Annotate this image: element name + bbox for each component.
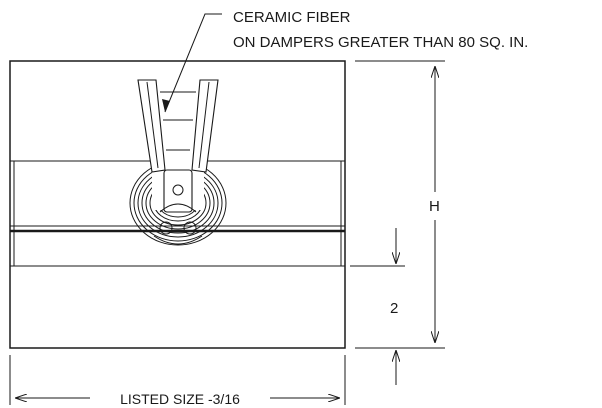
callout-leader — [162, 13, 222, 113]
height-label: H — [429, 198, 440, 215]
dimension-height — [355, 60, 445, 349]
damper-frame — [9, 60, 346, 349]
dimension-offset — [350, 228, 405, 385]
left-blade-arm — [137, 79, 166, 173]
left-hinge — [159, 221, 173, 235]
dimension-width — [9, 355, 346, 405]
latch-pin — [172, 184, 184, 196]
offset-label: 2 — [390, 300, 398, 317]
callout-line-2: ON DAMPERS GREATER THAN 80 SQ. IN. — [233, 34, 528, 51]
width-label: LISTED SIZE -3/16 — [120, 391, 240, 407]
right-hinge — [183, 221, 197, 235]
callout-line-1: CERAMIC FIBER — [233, 9, 351, 26]
latch-body — [163, 169, 193, 213]
right-blade-arm — [191, 79, 219, 173]
damper-blade-pack — [129, 79, 227, 246]
